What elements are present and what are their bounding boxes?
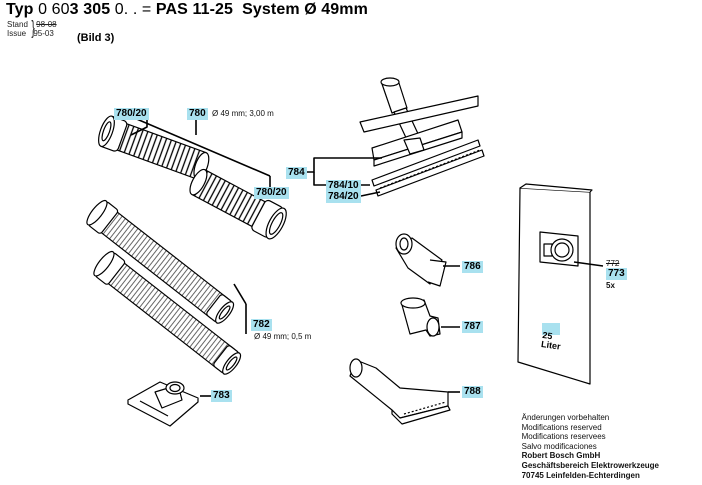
footer-line-1: Änderungen vorbehalten [521, 413, 610, 422]
stand-label: Stand [7, 20, 28, 29]
nozzle-788 [349, 358, 451, 425]
hose-780-upper [98, 115, 210, 180]
footer-line-3: Modifications reservees [521, 432, 606, 442]
title-prefix: Typ [6, 1, 34, 18]
spec-782: Ø 49 mm; 0,5 m [254, 332, 312, 341]
footer-company: Robert Bosch GmbH [521, 451, 601, 461]
issue-label: Issue [7, 29, 27, 38]
footer-notice: Änderungen vorbehalten Modifications res… [522, 413, 659, 480]
bag-label-highlight [542, 323, 560, 335]
title-part-a: 0 60 [38, 1, 70, 18]
tube-782-lower [93, 250, 242, 375]
spec-780: Ø 49 mm; 3,00 m [212, 109, 274, 118]
part-label-788: 788 [462, 386, 483, 398]
part-label-784-10: 784/10 [326, 180, 361, 192]
bag-capacity: 25 Liter [540, 330, 562, 352]
floor-tool-784 [359, 77, 485, 197]
stand-line: Stand 98-08 [7, 20, 57, 29]
part-label-782: 782 [251, 319, 272, 331]
floor-nozzle-783 [127, 381, 199, 427]
footer-line-4: Salvo modificaciones [521, 441, 597, 451]
part-label-784-20: 784/20 [326, 191, 361, 203]
title-part-c: 0. . = [114, 1, 152, 18]
part-label-773: 773 [606, 268, 627, 280]
part-label-787: 787 [462, 321, 483, 333]
footer-address: 70745 Leinfelden-Echterdingen [521, 470, 640, 480]
figure-label: (Bild 3) [77, 32, 115, 44]
brace-glyph: } [31, 18, 35, 39]
part-label-780-20-bottom: 780/20 [254, 187, 289, 199]
part-label-786: 786 [462, 261, 483, 273]
qty-773: 5x [606, 281, 615, 290]
title-model: PAS 11-25 [155, 1, 234, 18]
hose-780-lower [189, 168, 287, 240]
title-system: System Ø 49mm [242, 1, 368, 18]
footer-division: Geschäftsbereich Elektrowerkzeuge [521, 460, 659, 470]
part-label-784: 784 [286, 167, 307, 179]
part-label-783: 783 [211, 390, 232, 402]
document-title: Typ 0 603 305 0. . = PAS 11-25 System Ø … [6, 1, 368, 19]
nozzle-786 [395, 233, 447, 287]
part-label-780: 780 [187, 108, 208, 120]
part-label-772-struck: 772 [606, 259, 620, 268]
footer-line-2: Modifications reserved [521, 422, 602, 432]
filter-bag [517, 183, 593, 385]
title-part-b: 3 305 [69, 1, 111, 18]
nozzle-787 [400, 297, 441, 337]
issue-line: Issue 95-03 [7, 29, 54, 38]
issue-value: 95-03 [33, 29, 54, 38]
part-label-780-20-top: 780/20 [114, 108, 149, 120]
tube-782-upper [86, 199, 235, 324]
stand-old-value: 98-08 [36, 20, 57, 29]
